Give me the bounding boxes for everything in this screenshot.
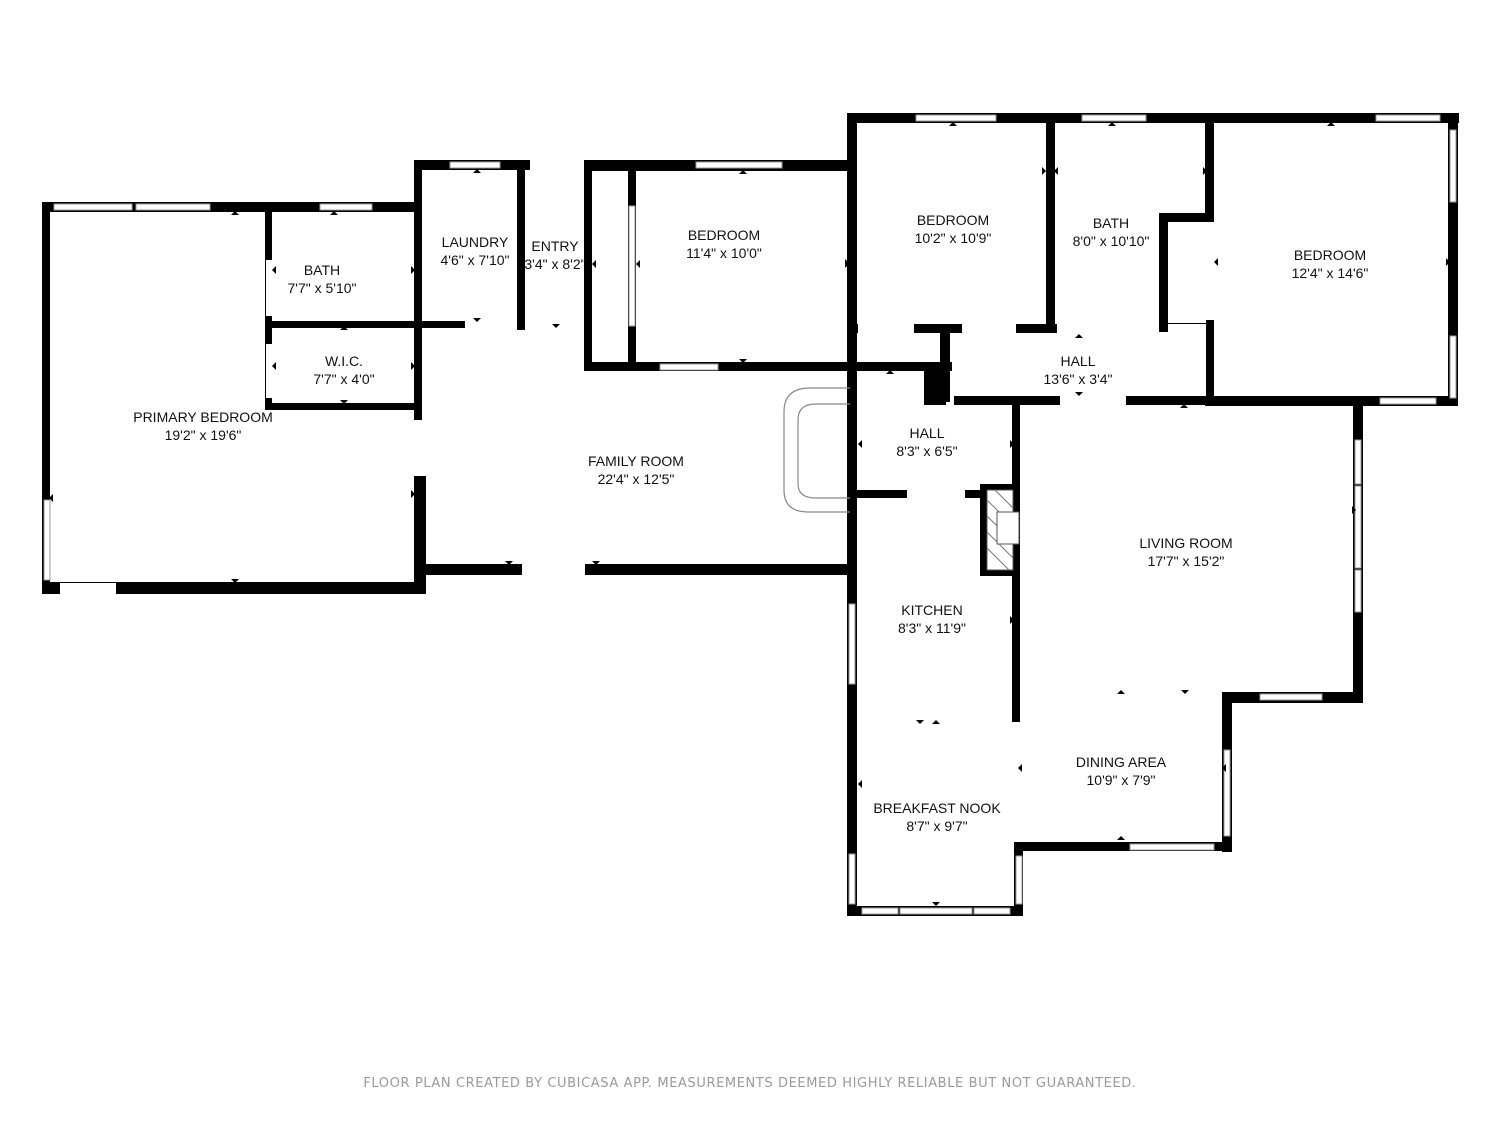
laundry-name: LAUNDRY [442, 234, 509, 250]
primary-bedroom-dims: 19'2" x 19'6" [165, 427, 242, 443]
living-room-dims: 17'7" x 15'2" [1148, 553, 1225, 569]
hall-2-name: HALL [909, 425, 944, 441]
bedroom-2-dims: 10'2" x 10'9" [915, 230, 992, 246]
door-openings [60, 260, 1206, 594]
bath-2-dims: 8'0" x 10'10" [1073, 233, 1150, 249]
dining-area-dims: 10'9" x 7'9" [1087, 772, 1156, 788]
primary-bedroom-name: PRIMARY BEDROOM [133, 409, 273, 425]
counter-outline [783, 387, 850, 513]
living-dining-walls [1222, 400, 1363, 852]
hall-2-dims: 8'3" x 6'5" [896, 443, 957, 459]
wic-name: W.I.C. [325, 353, 363, 369]
bath-1-name: BATH [304, 262, 340, 278]
disclaimer-footer: FLOOR PLAN CREATED BY CUBICASA APP. MEAS… [363, 1076, 1137, 1091]
family-room-dims: 22'4" x 12'5" [598, 471, 675, 487]
bedroom-1-name: BEDROOM [688, 227, 760, 243]
windows [43, 114, 1457, 915]
laundry-dims: 4'6" x 7'10" [441, 252, 510, 268]
family-room-name: FAMILY ROOM [588, 453, 684, 469]
door-markers [49, 122, 1450, 906]
kitchen-name: KITCHEN [901, 602, 962, 618]
hall-1-dims: 13'6" x 3'4" [1044, 371, 1113, 387]
breakfast-nook-dims: 8'7" x 9'7" [906, 818, 967, 834]
primary-suite-walls [42, 160, 465, 594]
breakfast-nook-name: BREAKFAST NOOK [873, 800, 1001, 816]
kitchen-dims: 8'3" x 11'9" [898, 620, 966, 636]
bath-2-name: BATH [1093, 215, 1129, 231]
entry-dims: 3'4" x 8'2" [524, 256, 585, 272]
fireplace [980, 484, 1020, 576]
bedroom-3-name: BEDROOM [1294, 247, 1366, 263]
family-room-walls [420, 564, 855, 575]
room-labels: PRIMARY BEDROOM 19'2" x 19'6" BATH 7'7" … [133, 212, 1368, 834]
hall-1-name: HALL [1060, 353, 1095, 369]
bedroom-2-name: BEDROOM [917, 212, 989, 228]
dining-area-name: DINING AREA [1076, 754, 1167, 770]
bedroom-3-dims: 12'4" x 14'6" [1292, 265, 1369, 281]
wic-dims: 7'7" x 4'0" [313, 371, 374, 387]
bedroom-1-dims: 11'4" x 10'0" [686, 245, 762, 261]
entry-name: ENTRY [531, 238, 579, 254]
living-room-name: LIVING ROOM [1139, 535, 1232, 551]
bath-1-dims: 7'7" x 5'10" [288, 280, 357, 296]
